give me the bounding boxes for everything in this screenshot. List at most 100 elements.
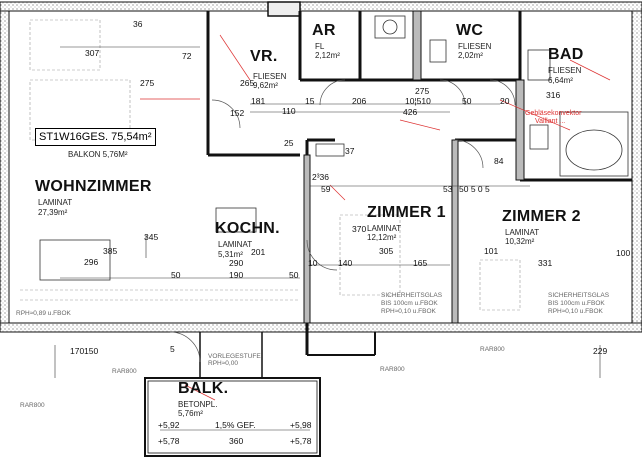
- electrical-lines: [140, 34, 611, 401]
- note-geblaese2: Vaillant ...: [535, 118, 566, 125]
- dim-50505: 50 5 0 5: [459, 184, 490, 194]
- note-sicher2b: BIS 100cm u.FBOK: [548, 300, 605, 307]
- dim-10510: 10¦510: [405, 96, 431, 106]
- room-area-kochn: 5,31m²: [218, 250, 243, 259]
- note-geblaese: Gebläsekonvektor: [525, 110, 582, 117]
- room-name-vr: VR.: [250, 48, 278, 65]
- room-name-wohnzimmer: WOHNZIMMER: [35, 178, 152, 195]
- room-floor-vr: FLIESEN: [253, 72, 287, 81]
- room-name-zimmer1: ZIMMER 1: [367, 204, 446, 221]
- room-floor-bad: FLIESEN: [548, 66, 582, 75]
- dim-206: 206: [352, 96, 367, 106]
- note-vorleg2: RPH≈0,00: [208, 360, 238, 367]
- room-floor-zimmer2: LAMINAT: [505, 228, 540, 237]
- dim-50c: 50: [289, 270, 299, 280]
- room-area-vr: 9,62m²: [253, 81, 278, 90]
- unit-code: ST1W16: [39, 131, 82, 143]
- unit-summary-box: ST1W16GES. 75,54m²: [35, 128, 156, 146]
- note-sicher1b: BIS 100cm u.FBOK: [381, 300, 438, 307]
- dim-201: 201: [251, 247, 266, 257]
- balcony: [144, 332, 376, 457]
- dim-296: 296: [84, 257, 99, 267]
- dim-36: 36: [133, 19, 143, 29]
- room-area-zimmer2: 10,32m²: [505, 237, 535, 246]
- dim-2336: 2³36: [312, 172, 330, 182]
- dim-181: 181: [251, 96, 266, 106]
- dim-165: 165: [413, 258, 428, 268]
- unit-balcony-area: BALKON 5,76M²: [68, 150, 128, 159]
- balcony-level-2: +5,98: [290, 420, 312, 430]
- dim-110: 110: [282, 106, 296, 116]
- balcony-level-1: +5,92: [158, 420, 180, 430]
- room-floor-balk: BETONPL.: [178, 400, 218, 409]
- room-floor-kochn: LAMINAT: [218, 240, 253, 249]
- dim-190: 190: [229, 270, 244, 280]
- note-rar4: RAR800: [20, 402, 45, 409]
- dim-5: 5: [170, 344, 175, 354]
- dim-25: 25: [284, 138, 294, 148]
- dim-345: 345: [144, 232, 159, 242]
- dim-53: 53: [443, 184, 453, 194]
- room-floor-wohnzimmer: LAMINAT: [38, 198, 73, 207]
- balcony-slope: 1,5% GEF.: [215, 420, 256, 430]
- room-area-ar: 2,12m²: [315, 51, 340, 60]
- note-vorleg: VORLEGESTUFE: [208, 353, 261, 360]
- dim-140: 140: [338, 258, 353, 268]
- dim-20a: 20: [500, 96, 510, 106]
- dim-37: 37: [345, 146, 355, 156]
- note-sicher2c: RPH≈0,10 u.FBOK: [548, 308, 603, 315]
- dimension-lines: [54, 46, 601, 431]
- dim-50a: 50: [462, 96, 472, 106]
- note-sicher1c: RPH≈0,10 u.FBOK: [381, 308, 436, 315]
- dim-275b: 275: [415, 86, 430, 96]
- dim-84: 84: [494, 156, 504, 166]
- dim-59: 59: [321, 184, 331, 194]
- balcony-level-4: +5,78: [290, 436, 312, 446]
- dim-15a: 15: [305, 96, 315, 106]
- room-area-wohnzimmer: 27,39m²: [38, 208, 68, 217]
- room-name-kochn: KOCHN.: [215, 220, 280, 237]
- dim-72: 72: [182, 51, 192, 61]
- dim-101: 101: [484, 246, 499, 256]
- wall-gray-fill: [303, 10, 525, 324]
- room-area-zimmer1: 12,12m²: [367, 233, 397, 242]
- dim-150: 150: [84, 346, 99, 356]
- dim-385: 385: [103, 246, 118, 256]
- fixtures: [39, 15, 629, 281]
- room-area-wc: 2,02m²: [458, 51, 483, 60]
- room-floor-ar: FL: [315, 42, 325, 51]
- room-name-balk: BALK.: [178, 380, 229, 397]
- dim-275a: 275: [140, 78, 155, 88]
- outer-walls: [0, 1, 642, 333]
- dim-10: 10: [308, 258, 318, 268]
- dim-370: 370: [352, 224, 367, 234]
- room-area-balk: 5,76m²: [178, 409, 203, 418]
- note-rar1: RAR800: [112, 368, 137, 375]
- note-rar2: RAR800: [480, 346, 505, 353]
- note-rph: RPH≈0,89 u.FBOK: [16, 310, 71, 317]
- room-name-ar: AR: [312, 22, 336, 39]
- dim-100: 100: [616, 248, 631, 258]
- room-name-bad: BAD: [548, 46, 584, 63]
- dim-305: 305: [379, 246, 394, 256]
- dim-152: 152: [230, 108, 245, 118]
- note-sicher2: SICHERHEITSGLAS: [548, 292, 610, 299]
- balcony-level-3: +5,78: [158, 436, 180, 446]
- dim-360: 360: [229, 436, 244, 446]
- dim-426: 426: [403, 107, 418, 117]
- room-floor-wc: FLIESEN: [458, 42, 492, 51]
- room-name-zimmer2: ZIMMER 2: [502, 208, 581, 225]
- door-swings: [169, 79, 516, 363]
- dim-331: 331: [538, 258, 553, 268]
- room-floor-zimmer1: LAMINAT: [367, 224, 402, 233]
- dim-316: 316: [546, 90, 561, 100]
- dim-170: 170: [70, 346, 85, 356]
- room-area-bad: 6,64m²: [548, 76, 573, 85]
- dim-265: 265: [240, 78, 255, 88]
- dim-307: 307: [85, 48, 100, 58]
- dim-229: 229: [593, 346, 608, 356]
- room-name-wc: WC: [456, 22, 484, 39]
- dim-50b: 50: [171, 270, 181, 280]
